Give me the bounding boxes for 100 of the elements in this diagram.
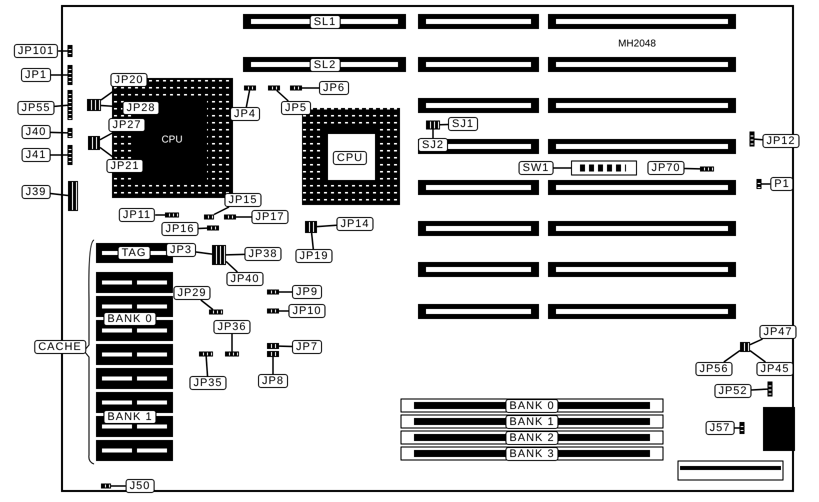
callout-label: JP56 [695,362,733,376]
leader-line [50,192,68,196]
jumper-block [756,179,762,189]
jumper-block [207,226,219,230]
leader-line [100,131,115,140]
leader-line [279,310,288,312]
leader-line [310,232,314,250]
chip-label: CPU [161,134,183,146]
leader-line [196,251,212,255]
callout-label: JP8 [258,374,288,388]
callout-label: BANK 0 [103,312,157,326]
callout-label: JP15 [224,193,262,207]
jumper-block [224,214,236,220]
callout-label: BANK 1 [103,410,157,424]
leader-line [50,74,68,76]
leader-line [54,104,68,108]
leader-line [762,183,770,185]
callout-label: TAG [118,246,150,260]
leader-line [198,227,208,230]
callout-label: JP38 [244,247,282,261]
callout-label: JP35 [189,376,227,390]
callout-label: JP19 [295,249,333,263]
leader-line [214,206,230,216]
callout-label: JP5 [281,101,311,115]
jumper-block [290,86,302,90]
leader-line [723,350,740,363]
leader-line [276,90,289,102]
callout-label: J39 [22,185,50,199]
callout-label: BANK 3 [505,447,559,461]
jumper-block [768,382,772,396]
callout-label: J40 [22,125,50,139]
callout-label: JP16 [161,222,199,236]
leader-line [754,138,763,140]
callout-label: JP4 [230,107,260,121]
callout-label: JP3 [166,243,196,257]
callout-label: JP6 [319,81,349,95]
callout-label: JP101 [14,44,58,58]
callout-label: JP36 [213,320,251,334]
board-model-label: MH2048 [618,38,656,50]
leader-line [316,224,337,228]
jumper-block [267,308,279,314]
leader-line [684,168,700,170]
jumper-block [209,310,223,314]
jumper-block [305,221,317,233]
leader-line [750,350,766,363]
callout-label: SJ2 [418,138,448,152]
jumper-block [267,351,279,357]
callout-label: J57 [706,421,734,435]
leader-line [226,254,244,256]
callout-label: J50 [126,479,154,493]
callout-label: P1 [770,177,794,191]
leader-line [278,345,292,348]
leader-line [750,338,763,346]
leader-line [440,124,448,126]
jumper-block [426,120,440,130]
jumper-block [101,484,111,488]
jumper-block [212,245,226,265]
callout-label: SW1 [518,161,554,175]
dip-switch [571,160,637,176]
jumper-block [225,352,239,356]
leader-line [236,216,252,218]
jumper-block [68,90,72,120]
callout-label: JP21 [106,159,144,173]
jumper-block [68,65,72,85]
callout-label: JP47 [759,325,797,339]
leader-line [100,146,116,160]
leader-line [100,86,120,101]
leader-line [302,87,320,89]
callout-label: JP14 [336,217,374,231]
leader-line [205,356,208,376]
callout-label: CACHE [34,340,86,354]
leader-line [226,260,238,273]
jumper-block [88,136,100,150]
jumper-block [740,342,750,352]
jumper-block [740,422,744,434]
leader-line [58,50,68,52]
callout-label: CPU [332,151,368,165]
leader-line [111,485,126,487]
leader-line [272,357,274,374]
jumper-block [244,86,256,90]
callout-label: BANK 2 [505,431,559,445]
leader-line [752,388,768,391]
jumper-block [68,181,78,211]
callout-label: JP11 [118,208,156,222]
callout-label: JP70 [647,161,685,175]
callout-label: JP20 [110,73,148,87]
callout-label: J41 [22,148,50,162]
callout-label: JP29 [173,286,211,300]
leader-line [246,90,250,108]
jumper-block [199,352,213,356]
leader-line [279,291,292,293]
callout-label: JP55 [17,101,55,115]
callout-label: SL1 [310,15,340,29]
jumper-block [267,290,279,294]
leader-line [50,154,68,156]
callout-label: JP28 [122,101,160,115]
leader-line [734,427,740,429]
leader-line [231,334,233,352]
jumper-block [68,145,72,165]
callout-label: BANK 1 [505,415,559,429]
